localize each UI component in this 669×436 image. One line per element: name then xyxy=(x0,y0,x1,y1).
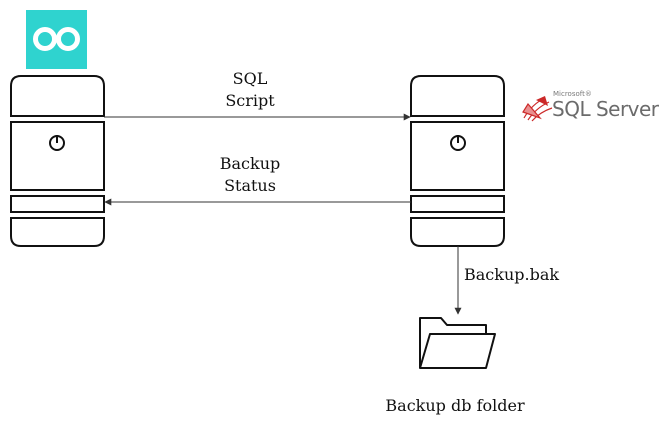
folder-icon xyxy=(419,317,496,369)
sql-server-flag-icon xyxy=(522,96,553,122)
sql-server-logo: Microsoft® SQL Server xyxy=(519,88,667,130)
infinity-logo-icon xyxy=(26,10,87,69)
sql-server-logo-small-text: Microsoft® xyxy=(553,90,592,98)
client-server-icon xyxy=(10,75,105,247)
sql-script-label-line1: SQL xyxy=(232,69,268,88)
backup-status-label-line1: Backup xyxy=(219,154,281,173)
backup-file-label: Backup.bak xyxy=(464,265,560,284)
backup-status-label: Backup Status xyxy=(205,153,295,197)
sql-server-logo-text: SQL Server xyxy=(552,97,659,121)
folder-label: Backup db folder xyxy=(385,396,525,415)
backup-status-label-line2: Status xyxy=(224,176,276,195)
sql-script-label-line2: Script xyxy=(225,91,275,110)
db-server-icon xyxy=(410,75,505,247)
sql-script-label: SQL Script xyxy=(210,68,290,112)
